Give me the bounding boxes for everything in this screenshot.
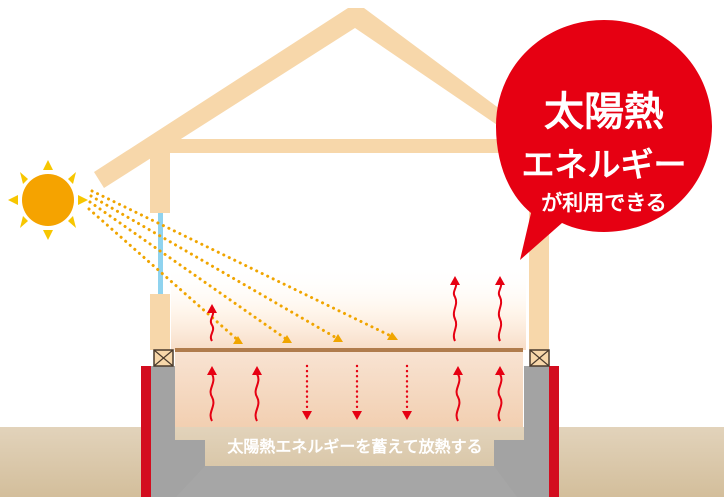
underfloor-up-arrowheads: [207, 366, 505, 375]
roof: [94, 8, 582, 188]
left-insulation: [141, 366, 151, 497]
sunlight-rays: [87, 189, 397, 344]
room-heat-arrowheads: [207, 276, 505, 313]
underfloor-space: [175, 352, 523, 427]
underfloor-down-arrowheads: [302, 411, 412, 420]
badge-line3: が利用できる: [541, 191, 667, 215]
window: [158, 213, 163, 294]
room-heat-arrows: [209, 280, 503, 342]
badge-line1: 太陽熱: [544, 89, 664, 135]
underfloor-down-arrows: [305, 364, 409, 412]
sunlight-arrowheads: [233, 332, 398, 344]
left-wall: [150, 139, 170, 350]
right-insulation: [549, 366, 559, 497]
ceiling-beam: [150, 139, 530, 153]
solar-energy-badge: 太陽熱 エネルギー が利用できる: [496, 20, 712, 260]
left-sill-block: [153, 349, 174, 367]
foundation: [150, 366, 549, 497]
right-sill-block: [529, 349, 550, 367]
diagram-caption: 太陽熱エネルギーを蓄えて放熱する: [226, 437, 482, 456]
sun-icon: [8, 160, 88, 240]
badge-line2: エネルギー: [522, 145, 687, 184]
floor-board: [175, 348, 523, 352]
room-warm-glow: [171, 266, 526, 350]
underfloor-up-arrows: [209, 373, 503, 422]
